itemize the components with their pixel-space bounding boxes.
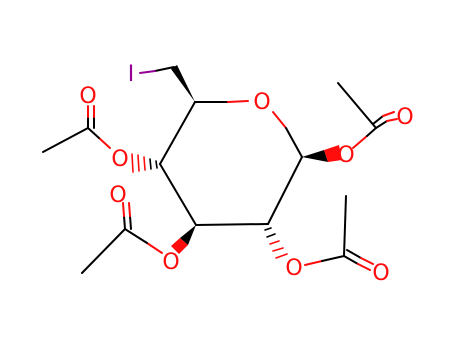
bond-carbonyl-methyl — [42, 127, 89, 153]
bond-c1-c2 — [267, 156, 303, 225]
bond-c4-c5 — [159, 101, 196, 165]
c1-ester-oxygen-label: O — [337, 143, 354, 168]
c4-carbonyl-oxygen-label: O — [79, 84, 96, 109]
bond-o-carbonyl-c-carbon-half — [124, 228, 148, 244]
bond-c-o-double-1-oxygen — [386, 118, 398, 122]
bond-o-carbonyl-c-carbon-half — [366, 127, 377, 137]
c2-ester-oxygen-label: O — [285, 256, 302, 281]
bond-c-o-double-1-carbon — [343, 255, 359, 265]
bond-o-carbonyl-c-carbon-half — [87, 127, 100, 139]
bond-o5-c1-oxygen-half — [272, 111, 287, 129]
bond-c-o-double-2-carbon — [129, 215, 132, 230]
bond-c6-i-iodine-half — [139, 70, 156, 74]
bond-o-carbonyl-c-oxygen-half — [352, 135, 368, 149]
bond-c-o-double-1-carbon — [123, 215, 126, 230]
hashed-bond-c2-o — [264, 227, 288, 259]
bond-o-carbonyl-c-carbon-half — [321, 255, 345, 262]
c3-ester-oxygen-label: O — [162, 250, 179, 275]
bond-o-carbonyl-c-oxygen-half — [98, 137, 111, 149]
bond-carbonyl-methyl — [337, 82, 377, 129]
acetate-c4 — [42, 105, 158, 173]
wedge-bond-c3-o-carbon-part — [180, 225, 196, 245]
bond-carbonyl-methyl — [343, 195, 347, 257]
bond-c-o-double-1-oxygen — [357, 263, 371, 271]
wedge-bond-c1-o-oxygen-part — [324, 145, 342, 162]
bond-o5-c1-carbon-half — [285, 127, 303, 158]
acetate-c1 — [302, 82, 398, 162]
bond-c5-o5-oxygen-half — [227, 100, 249, 103]
ring-oxygen-label: O — [253, 90, 270, 115]
wedge-bond-c1-o-carbon-part — [302, 150, 328, 162]
bond-carbonyl-methyl — [81, 228, 126, 274]
c3-carbonyl-oxygen-label: O — [109, 183, 126, 208]
c4-ester-oxygen-label: O — [111, 147, 128, 172]
bond-o-carbonyl-c-oxygen-half — [304, 260, 323, 266]
acetate-c3 — [81, 202, 196, 274]
bond-c-o-double-2-oxygen — [128, 202, 131, 217]
bond-c3-c4 — [159, 163, 197, 226]
bond-c-o-double-1-carbon — [375, 120, 388, 129]
wedge-bond-c3-o-oxygen-part — [171, 238, 188, 254]
bond-c2-c3 — [195, 223, 269, 226]
bond-c-o-double-2-carbon — [372, 115, 384, 125]
iodomethyl-group — [139, 65, 195, 102]
iodine-label: I — [128, 62, 135, 87]
bond-c-o-double-1-oxygen — [122, 202, 125, 217]
pyranose-ring — [159, 100, 303, 226]
bond-c-o-double-2-oxygen — [382, 111, 395, 117]
hashed-bond-c4-o — [131, 153, 158, 173]
acetate-c2 — [264, 195, 374, 271]
c1-carbonyl-oxygen-label: O — [396, 105, 413, 130]
bond-c6-i-carbon-half — [154, 66, 175, 72]
wedge-bond-c5-c6 — [171, 65, 195, 102]
c2-carbonyl-oxygen-label: O — [372, 261, 389, 286]
atom-labels: I O O O O O O O O O — [79, 62, 413, 286]
bond-c-o-double-2-oxygen — [360, 257, 374, 265]
bond-o-carbonyl-c-oxygen-half — [146, 242, 163, 254]
bond-c-o-double-2-carbon — [346, 249, 362, 259]
